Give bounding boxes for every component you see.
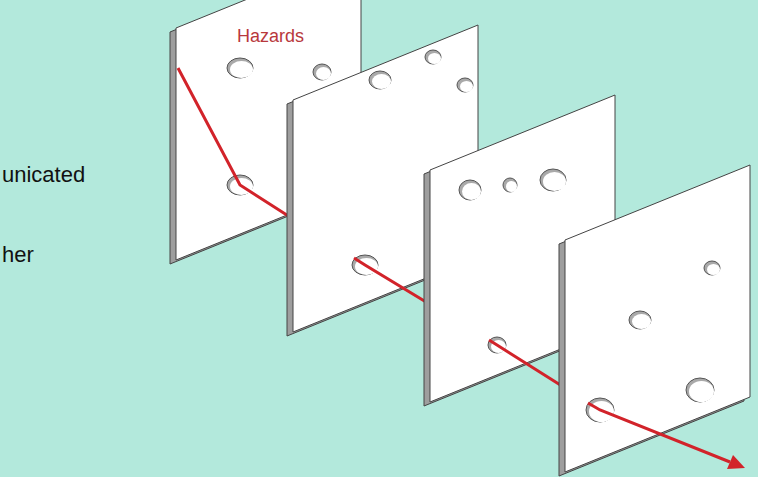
side-text: her bbox=[2, 242, 34, 267]
slice-hole bbox=[227, 58, 253, 78]
slice-hole bbox=[686, 378, 714, 402]
slice-hole bbox=[459, 180, 481, 200]
slice-hole bbox=[428, 53, 441, 64]
slice-hole bbox=[503, 178, 517, 192]
side-text: unicated bbox=[2, 162, 85, 187]
label-holder: unicated bbox=[2, 162, 85, 187]
slice-hole bbox=[457, 78, 473, 92]
slice-hole bbox=[372, 74, 391, 89]
slice-hole bbox=[369, 71, 391, 89]
slice-hole bbox=[543, 172, 566, 191]
cheese-slice bbox=[565, 165, 750, 472]
slice-hole bbox=[629, 311, 651, 329]
slice-hole bbox=[316, 67, 331, 80]
slice-hole bbox=[704, 261, 720, 275]
slice-hole bbox=[460, 81, 473, 92]
label-holder: her bbox=[2, 242, 34, 267]
hazard-arrow bbox=[588, 403, 730, 462]
label-holder: Hazards bbox=[237, 26, 304, 47]
slice-hole bbox=[506, 181, 517, 192]
hazard-label: Hazards bbox=[237, 26, 304, 47]
slice-hole bbox=[462, 183, 481, 200]
slice-hole bbox=[707, 264, 720, 275]
slice-hole bbox=[632, 314, 651, 329]
slice-hole bbox=[230, 61, 253, 78]
slice-hole bbox=[540, 169, 566, 191]
slice-hole bbox=[689, 381, 714, 402]
slice-hole bbox=[425, 50, 441, 64]
slice-hole bbox=[313, 64, 331, 80]
arrow-head bbox=[727, 455, 745, 469]
